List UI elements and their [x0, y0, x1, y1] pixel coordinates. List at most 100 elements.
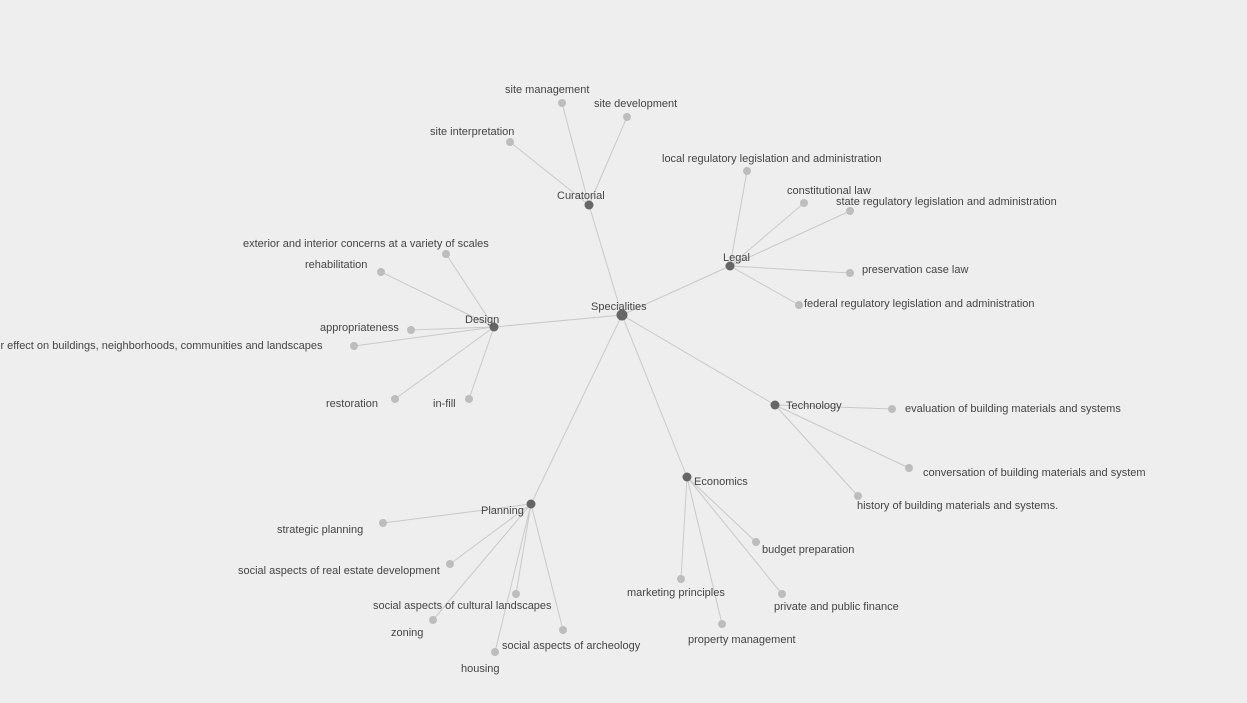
- leaf-label-economics: private and public finance: [774, 601, 899, 613]
- leaf-node-technology[interactable]: [854, 492, 862, 500]
- leaf-label-economics: budget preparation: [762, 544, 854, 556]
- link-center-curatorial: [588, 204, 623, 316]
- leaf-label-economics: marketing principles: [627, 587, 725, 599]
- link-planning-leaf: [530, 503, 564, 631]
- link-planning-leaf: [515, 503, 532, 595]
- link-design-leaf: [445, 253, 495, 328]
- link-economics-leaf: [686, 476, 723, 625]
- leaf-node-design[interactable]: [377, 268, 385, 276]
- leaf-label-design: rehabilitation: [305, 259, 367, 271]
- leaf-node-planning[interactable]: [559, 626, 567, 634]
- link-design-leaf: [468, 326, 495, 400]
- link-planning-leaf: [449, 503, 532, 565]
- leaf-label-legal: federal regulatory legislation and admin…: [804, 298, 1035, 310]
- leaf-node-legal[interactable]: [800, 199, 808, 207]
- leaf-label-economics: property management: [688, 634, 796, 646]
- link-design-leaf: [394, 326, 495, 400]
- leaf-label-planning: strategic planning: [277, 524, 363, 536]
- leaf-label-curatorial: site management: [505, 84, 589, 96]
- category-node-planning[interactable]: [526, 499, 536, 509]
- category-node-economics[interactable]: [682, 472, 692, 482]
- leaf-node-legal[interactable]: [846, 207, 854, 215]
- leaf-label-technology: conversation of building materials and s…: [923, 467, 1146, 479]
- link-technology-leaf: [774, 404, 893, 410]
- leaf-node-economics[interactable]: [677, 575, 685, 583]
- leaf-label-technology: evaluation of building materials and sys…: [905, 403, 1121, 415]
- category-node-curatorial[interactable]: [584, 200, 594, 210]
- category-label-legal: Legal: [723, 252, 750, 264]
- link-legal-leaf: [729, 265, 800, 306]
- link-technology-leaf: [774, 404, 859, 497]
- leaf-node-curatorial[interactable]: [506, 138, 514, 146]
- link-curatorial-leaf: [509, 141, 590, 206]
- leaf-node-legal[interactable]: [743, 167, 751, 175]
- link-economics-leaf: [686, 476, 783, 595]
- link-center-technology: [621, 314, 776, 406]
- category-label-planning: Planning: [481, 505, 524, 517]
- leaf-node-technology[interactable]: [905, 464, 913, 472]
- center-node[interactable]: [616, 309, 628, 321]
- link-curatorial-leaf: [588, 116, 628, 206]
- category-label-curatorial: Curatorial: [557, 190, 605, 202]
- link-design-leaf: [410, 326, 495, 331]
- leaf-node-economics[interactable]: [718, 620, 726, 628]
- link-planning-leaf: [382, 503, 532, 524]
- leaf-node-technology[interactable]: [888, 405, 896, 413]
- leaf-label-legal: preservation case law: [862, 264, 968, 276]
- leaf-node-design[interactable]: [391, 395, 399, 403]
- category-node-design[interactable]: [489, 322, 499, 332]
- leaf-node-legal[interactable]: [846, 269, 854, 277]
- link-center-design: [493, 314, 623, 328]
- leaf-label-design: in-fill: [433, 398, 456, 410]
- leaf-node-planning[interactable]: [512, 590, 520, 598]
- link-legal-leaf: [729, 202, 805, 267]
- leaf-node-curatorial[interactable]: [623, 113, 631, 121]
- category-node-technology[interactable]: [770, 400, 780, 410]
- leaf-label-technology: history of building materials and system…: [857, 500, 1058, 512]
- leaf-label-planning: zoning: [391, 627, 423, 639]
- leaf-label-curatorial: site development: [594, 98, 677, 110]
- link-center-economics: [621, 314, 688, 478]
- leaf-node-curatorial[interactable]: [558, 99, 566, 107]
- link-legal-leaf: [729, 170, 748, 267]
- leaf-node-design[interactable]: [407, 326, 415, 334]
- leaf-label-planning: social aspects of archeology: [502, 640, 641, 652]
- leaf-node-planning[interactable]: [429, 616, 437, 624]
- link-curatorial-leaf: [561, 102, 590, 206]
- leaf-label-design: ir effect on buildings, neighborhoods, c…: [0, 340, 323, 352]
- leaf-label-design: exterior and interior concerns at a vari…: [243, 238, 489, 250]
- graph-nodes: [350, 99, 913, 656]
- leaf-label-legal: constitutional law: [787, 185, 871, 197]
- link-legal-leaf: [729, 210, 851, 267]
- link-economics-leaf: [680, 476, 688, 580]
- link-planning-leaf: [494, 503, 532, 653]
- link-design-leaf: [353, 326, 495, 347]
- leaf-node-economics[interactable]: [778, 590, 786, 598]
- leaf-node-design[interactable]: [442, 250, 450, 258]
- category-label-technology: Technology: [786, 400, 842, 412]
- link-design-leaf: [380, 271, 495, 328]
- leaf-label-design: appropriateness: [320, 322, 399, 334]
- leaf-label-legal: state regulatory legislation and adminis…: [836, 196, 1057, 208]
- link-economics-leaf: [686, 476, 757, 543]
- leaf-label-legal: local regulatory legislation and adminis…: [662, 153, 882, 165]
- link-technology-leaf: [774, 404, 910, 469]
- leaf-node-legal[interactable]: [795, 301, 803, 309]
- leaf-node-design[interactable]: [465, 395, 473, 403]
- leaf-node-planning[interactable]: [446, 560, 454, 568]
- center-label: Specialities: [591, 301, 647, 313]
- leaf-label-curatorial: site interpretation: [430, 126, 514, 138]
- category-node-legal[interactable]: [725, 261, 735, 271]
- leaf-node-design[interactable]: [350, 342, 358, 350]
- link-center-legal: [621, 265, 731, 316]
- link-planning-leaf: [432, 503, 532, 621]
- graph-labels: site management site development site inte…: [0, 84, 1146, 675]
- leaf-node-planning[interactable]: [379, 519, 387, 527]
- leaf-node-planning[interactable]: [491, 648, 499, 656]
- leaf-label-planning: social aspects of cultural landscapes: [373, 600, 552, 612]
- leaf-label-planning: housing: [461, 663, 500, 675]
- leaf-label-planning: social aspects of real estate developmen…: [238, 565, 440, 577]
- category-label-design: Design: [465, 314, 499, 326]
- leaf-node-economics[interactable]: [752, 538, 760, 546]
